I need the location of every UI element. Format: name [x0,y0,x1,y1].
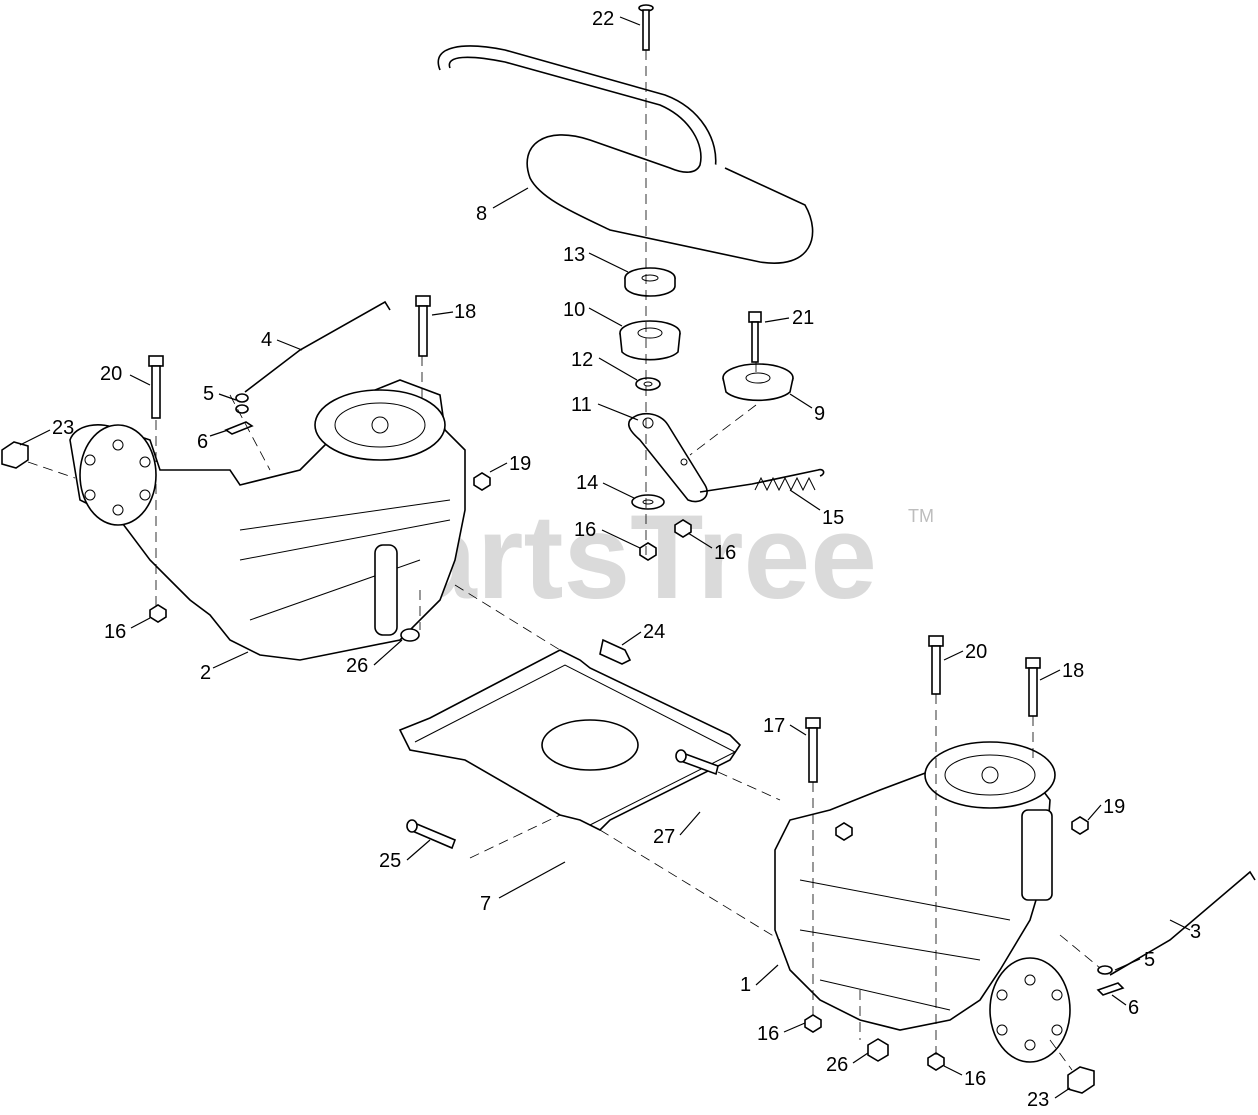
callout-4[interactable]: 4 [261,329,272,351]
nut-19-right [1071,816,1089,835]
pulley-9 [722,363,794,402]
mounting-plate [398,649,742,831]
spring-15 [699,468,825,493]
callout-27[interactable]: 27 [653,826,675,848]
nut-23-left [1,441,29,469]
callout-8[interactable]: 8 [476,203,487,225]
callout-15[interactable]: 15 [822,507,844,529]
nut-23-right [1067,1066,1095,1094]
bolt-20-right [928,635,944,695]
leader-lines [19,16,1191,1099]
callout-5[interactable]: 5 [203,383,214,405]
callout-16[interactable]: 16 [574,519,596,541]
nut-19-right-b [835,822,853,841]
callout-2[interactable]: 2 [200,662,211,684]
callout-25[interactable]: 25 [379,850,401,872]
bolt-17 [805,717,821,783]
callout-23[interactable]: 23 [1027,1089,1049,1111]
nut-16-left [149,604,167,623]
right-hub [989,957,1071,1063]
callout-20[interactable]: 20 [965,641,987,663]
callout-12[interactable]: 12 [571,349,593,371]
callout-6[interactable]: 6 [197,431,208,453]
callout-9[interactable]: 9 [814,403,825,425]
callout-10[interactable]: 10 [563,299,585,321]
control-rod-4 [244,300,391,393]
callout-6[interactable]: 6 [1128,997,1139,1019]
clip-6-left [224,421,254,435]
callout-13[interactable]: 13 [563,244,585,266]
callout-1[interactable]: 1 [740,974,751,996]
bolt-18-left [415,295,431,357]
callout-26[interactable]: 26 [826,1054,848,1076]
callout-26[interactable]: 26 [346,655,368,677]
pulley-10 [619,320,681,361]
assembly-axes [27,50,1101,1071]
idler-arm-11 [627,412,708,503]
washer-14 [631,494,665,510]
callout-22[interactable]: 22 [592,8,614,30]
washer-26-left [400,628,420,642]
bolt-27 [675,749,719,776]
callout-11[interactable]: 11 [571,394,592,416]
washer-5-left [235,393,249,414]
callout-24[interactable]: 24 [643,621,665,643]
callout-5[interactable]: 5 [1144,949,1155,971]
drive-belt [437,45,814,264]
watermark-trademark: TM [908,506,934,526]
bolt-20-left [148,355,164,419]
bolt-18-right [1025,657,1041,717]
idler-pulley-13 [624,267,676,297]
nut-26-right [867,1038,889,1062]
nut-16-right-b [927,1052,945,1071]
nut-16-a [639,542,657,561]
pin-22 [638,4,654,51]
control-rod-3 [1109,870,1256,976]
callouts: 22 8 13 10 12 21 9 11 14 15 16 16 18 4 2… [52,8,1201,1111]
left-transmission [69,379,466,661]
bolt-21 [748,311,762,363]
bolt-25 [406,819,457,850]
nut-16-b [674,519,692,538]
nut-16-right [804,1014,822,1033]
clip-6-right [1096,982,1125,996]
callout-16[interactable]: 16 [104,621,126,643]
washer-5-right [1097,965,1113,975]
right-transmission [774,741,1071,1063]
callout-16[interactable]: 16 [714,542,736,564]
callout-21[interactable]: 21 [792,307,814,329]
callout-23[interactable]: 23 [52,417,74,439]
callout-7[interactable]: 7 [480,893,491,915]
callout-16[interactable]: 16 [757,1023,779,1045]
bolt-24 [599,638,632,665]
callout-17[interactable]: 17 [763,715,785,737]
callout-19[interactable]: 19 [1103,796,1125,818]
callout-16[interactable]: 16 [964,1068,986,1090]
callout-18[interactable]: 18 [454,301,476,323]
callout-3[interactable]: 3 [1190,921,1201,943]
callout-18[interactable]: 18 [1062,660,1084,682]
callout-19[interactable]: 19 [509,453,531,475]
nut-19-left [473,472,491,491]
washer-12 [635,377,661,391]
callout-14[interactable]: 14 [576,472,598,494]
left-hub [79,424,157,526]
callout-20[interactable]: 20 [100,363,122,385]
